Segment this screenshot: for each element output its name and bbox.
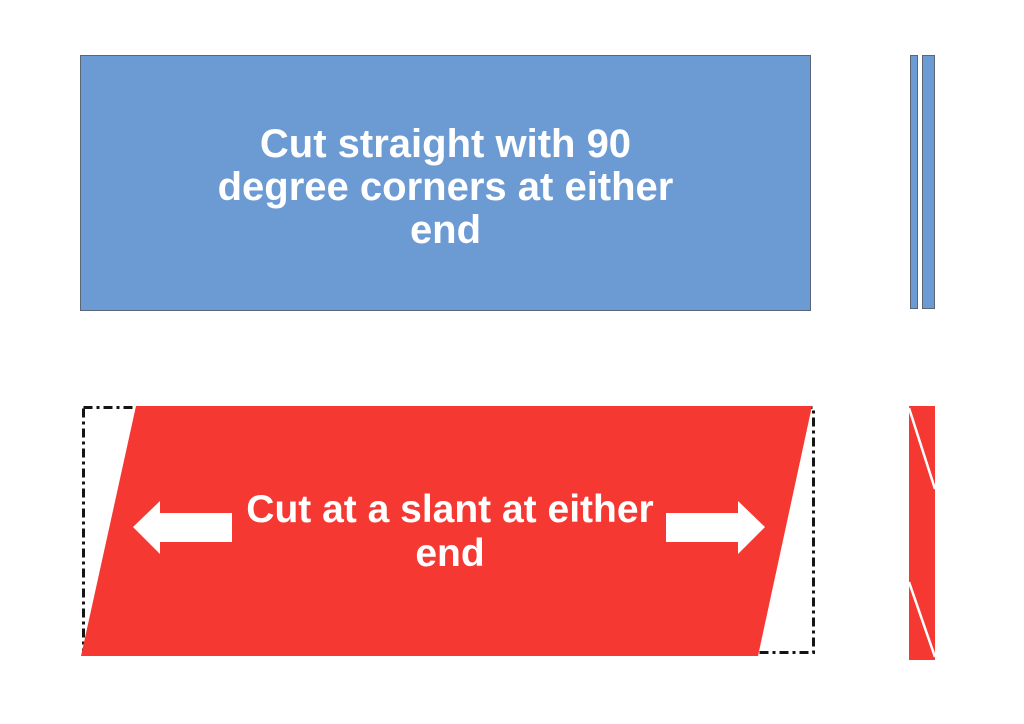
slant-cut-shape (81, 406, 812, 656)
right-arrow-icon (666, 501, 765, 554)
slant-cut-figure (81, 406, 815, 656)
straight-cut-side-view (910, 55, 935, 309)
straight-side-bar-right (922, 55, 935, 309)
straight-cut-label-line-3: end (409, 207, 482, 252)
slant-side-cut-line-bottom (909, 581, 935, 658)
straight-cut-label-line-1: Cut straight with 90 (259, 121, 632, 166)
straight-cut-shape: Cut straight with 90 degree corners at e… (80, 55, 811, 311)
slant-cut-side-view (909, 406, 935, 660)
left-arrow-icon (133, 501, 232, 554)
straight-cut-label-line-2: degree corners at either (217, 164, 674, 209)
slant-side-cut-line-top (909, 407, 935, 490)
straight-side-bar-left (910, 55, 918, 309)
